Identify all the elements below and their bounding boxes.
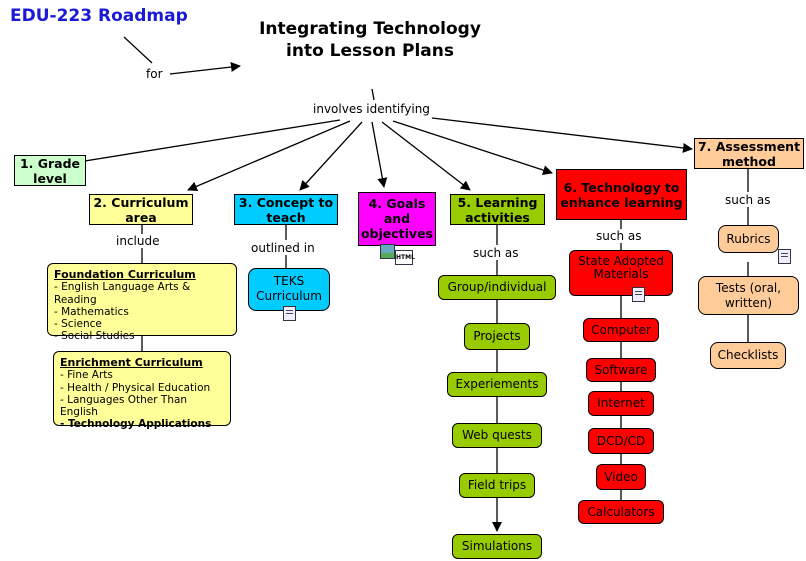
html-icon[interactable]: HTML <box>395 250 415 265</box>
activity-projects[interactable]: Projects <box>464 323 530 350</box>
link-label-outlined-in: outlined in <box>251 241 315 255</box>
node-curriculum-area[interactable]: 2. Curriculum area <box>89 194 193 225</box>
activity-simulations[interactable]: Simulations <box>452 534 542 559</box>
enrichment-item: - Fine Arts <box>60 369 113 382</box>
document-icon[interactable] <box>778 249 792 264</box>
main-title: Integrating Technology into Lesson Plans <box>259 19 481 61</box>
link-label-for: for <box>146 67 163 81</box>
assessment-tests[interactable]: Tests (oral, written) <box>698 276 799 315</box>
link-label-include: include <box>116 234 160 248</box>
enrichment-title: Enrichment Curriculum <box>60 356 203 369</box>
activity-experiements[interactable]: Experiements <box>447 372 547 397</box>
node-learning-activities[interactable]: 5. Learning activities <box>450 194 545 225</box>
goals-attachment-icons[interactable]: HTML <box>380 244 415 265</box>
enrichment-item-technology: - Technology Applications <box>60 418 212 431</box>
link-label-such-as-technology: such as <box>596 229 642 243</box>
link-label-such-as-activities: such as <box>473 246 519 260</box>
activity-field-trips[interactable]: Field trips <box>459 473 535 498</box>
teks-label: TEKS Curriculum <box>256 274 322 303</box>
link-label-such-as-assessment: such as <box>725 193 771 207</box>
enrichment-item: - Health / Physical Education <box>60 381 211 394</box>
foundation-curriculum-box[interactable]: Foundation Curriculum - English Language… <box>47 263 237 342</box>
enrichment-curriculum-box[interactable]: Enrichment Curriculum - Fine Arts - Heal… <box>53 351 231 430</box>
goals-label: 4. Goals and objectives <box>360 196 434 241</box>
node-teks-curriculum[interactable]: TEKS Curriculum <box>248 268 330 311</box>
tech-dcd-cd[interactable]: DCD/CD <box>588 428 654 454</box>
tech-video[interactable]: Video <box>596 464 646 490</box>
foundation-item: - English Language Arts & Reading <box>54 281 191 306</box>
roadmap-title: EDU-223 Roadmap <box>10 6 188 26</box>
node-goals-objectives[interactable]: 4. Goals and objectives <box>358 192 436 246</box>
document-icon[interactable] <box>632 287 646 302</box>
assessment-checklists[interactable]: Checklists <box>710 342 786 369</box>
foundation-item: - Science <box>54 318 102 331</box>
node-technology[interactable]: 6. Technology to enhance learning <box>556 169 687 220</box>
tech-software[interactable]: Software <box>586 358 656 382</box>
activity-web-quests[interactable]: Web quests <box>452 423 542 448</box>
node-grade-level[interactable]: 1. Grade level <box>14 155 86 186</box>
enrichment-item: - Languages Other Than English <box>60 393 188 419</box>
link-label-involves: involves identifying <box>313 102 430 116</box>
node-assessment-method[interactable]: 7. Assessment method <box>694 138 804 169</box>
foundation-title: Foundation Curriculum <box>54 268 196 281</box>
tech-computer[interactable]: Computer <box>583 318 659 342</box>
activity-group-individual[interactable]: Group/individual <box>438 275 556 300</box>
assessment-rubrics[interactable]: Rubrics <box>718 225 779 253</box>
tech-label: State Adopted Materials <box>578 254 664 281</box>
image-icon[interactable] <box>380 244 395 259</box>
foundation-item: - Mathematics <box>54 305 129 318</box>
document-icon[interactable] <box>283 306 296 321</box>
node-concept-to-teach[interactable]: 3. Concept to teach <box>234 194 338 225</box>
tech-calculators[interactable]: Calculators <box>578 500 664 524</box>
tech-state-adopted-materials[interactable]: State Adopted Materials <box>569 250 673 296</box>
tech-internet[interactable]: Internet <box>588 391 654 416</box>
foundation-item: - Social Studies <box>54 330 135 343</box>
